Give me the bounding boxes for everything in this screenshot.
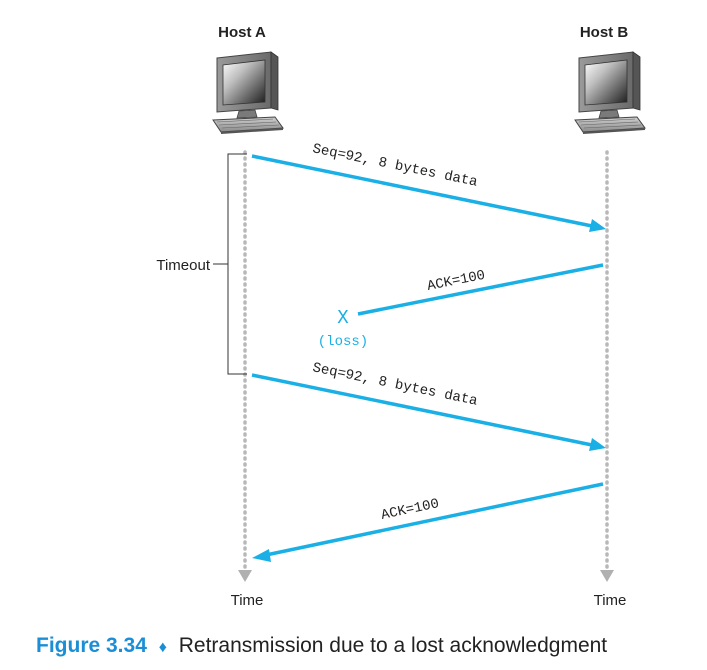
message-4-arrowhead — [252, 549, 271, 562]
loss-label: (loss) — [318, 334, 368, 350]
caption-text: Retransmission due to a lost acknowledgm… — [179, 634, 608, 657]
message-3-arrow-line — [251, 373, 593, 447]
host-a-time-label: Time — [231, 592, 264, 609]
host-b-label: Host B — [580, 24, 629, 41]
host-b-computer-icon — [574, 51, 646, 135]
figure-caption: Figure 3.34 ♦ Retransmission due to a lo… — [36, 634, 607, 657]
host-a-label: Host A — [218, 24, 266, 41]
message-1-arrowhead — [589, 219, 606, 232]
loss-x-marker: X — [337, 307, 349, 329]
message-4-arrow-line — [265, 482, 604, 557]
message-3-label: Seq=92, 8 bytes data — [311, 360, 479, 409]
message-1-arrow-line — [251, 154, 593, 228]
timeout-label: Timeout — [156, 257, 210, 274]
host-b-time-label: Time — [594, 592, 627, 609]
message-2-arrow-line — [357, 263, 604, 316]
message-1-label: Seq=92, 8 bytes data — [311, 141, 479, 190]
host-a-computer-icon — [212, 51, 284, 135]
message-3-arrowhead — [589, 438, 606, 451]
host-a-time-arrowhead — [238, 570, 252, 582]
host-b-time-arrowhead — [600, 570, 614, 582]
caption-separator: ♦ — [159, 639, 167, 656]
caption-figure-number: Figure 3.34 — [36, 634, 147, 657]
